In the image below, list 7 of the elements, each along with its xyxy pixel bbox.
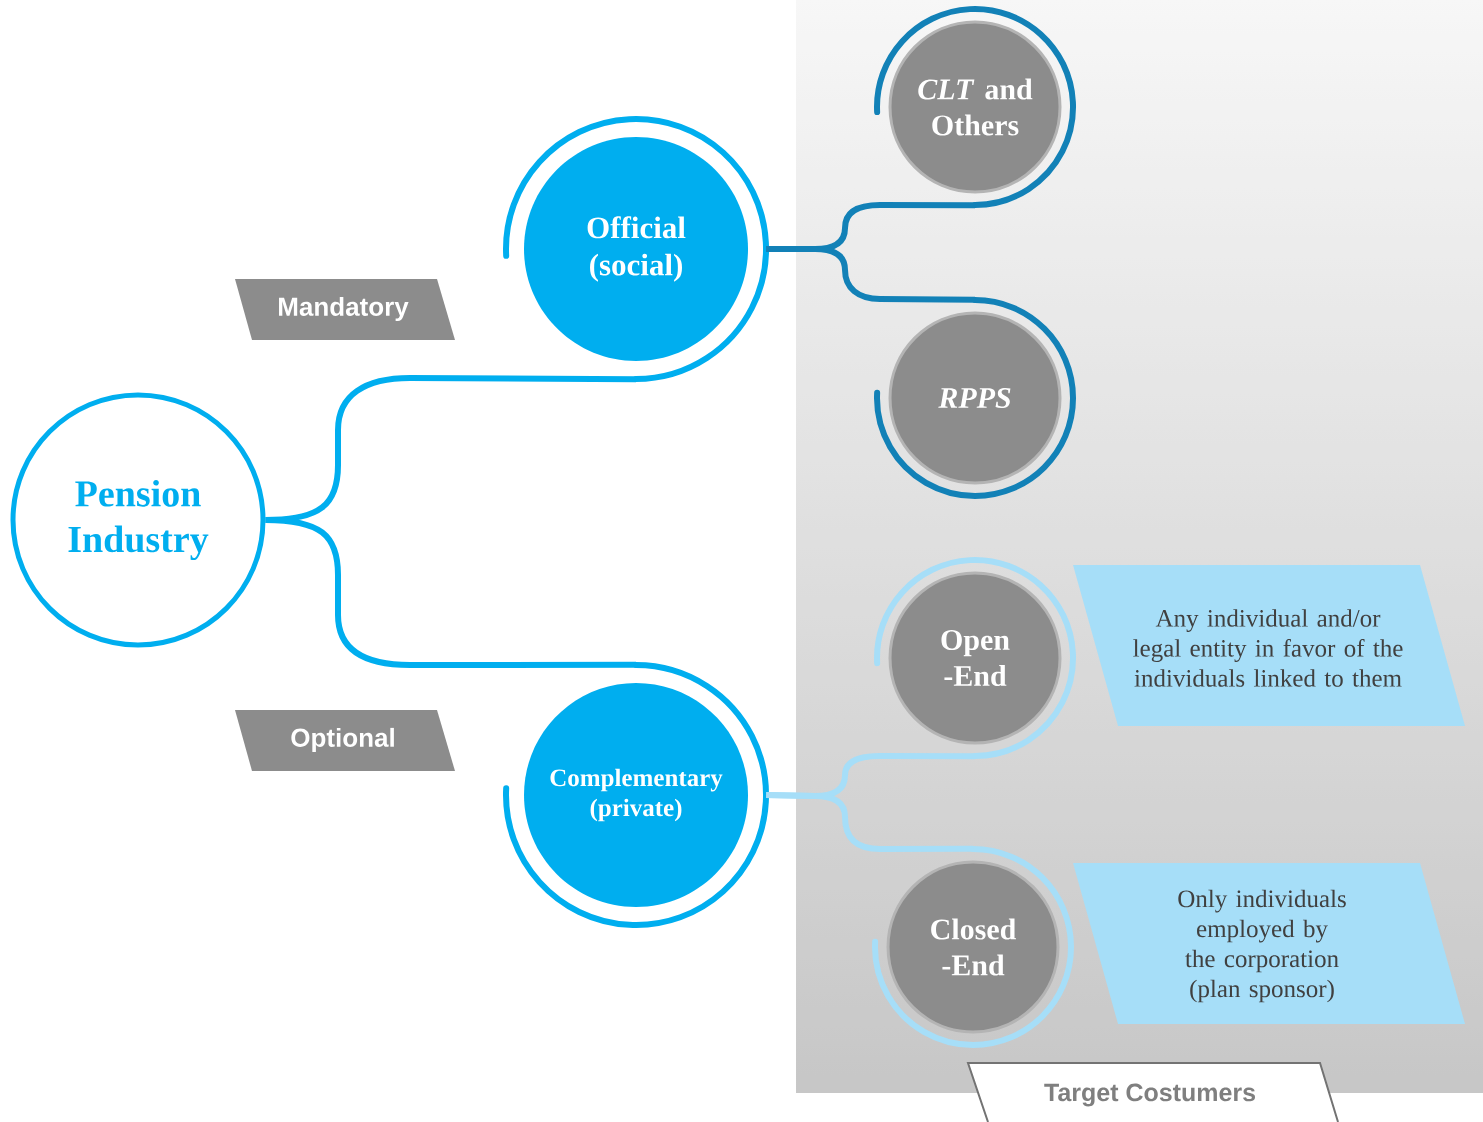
description-banner: Only individuals employed by the corporation (plan sponsor)	[1073, 863, 1465, 1024]
description-banner: Any individual and/or legal entity in favor of the individuals linked to them	[1073, 565, 1465, 726]
tag-banner: Optional	[235, 710, 455, 771]
panel-tab: Target Costumers	[966, 1062, 1339, 1122]
tag-banner: Mandatory	[235, 279, 455, 340]
connector	[766, 246, 976, 303]
connector	[766, 792, 974, 852]
